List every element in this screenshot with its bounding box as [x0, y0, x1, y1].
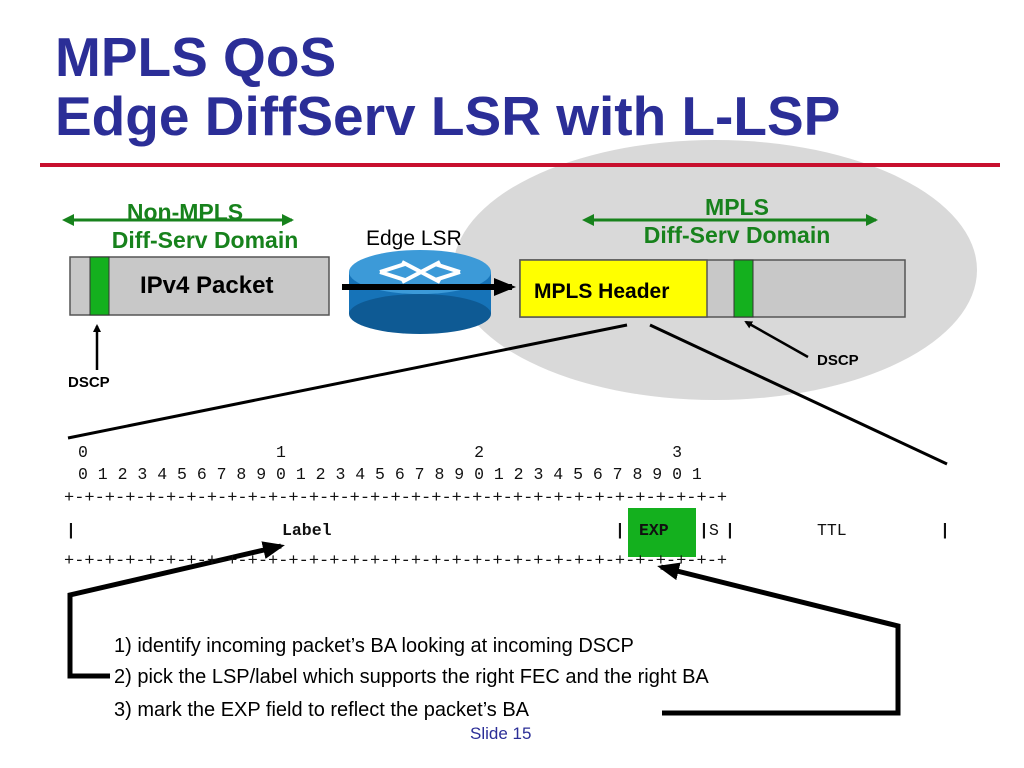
- exp-field-highlight: [628, 508, 696, 557]
- mpls-header-label: MPLS Header: [534, 280, 670, 303]
- header-bottom-border: +-+-+-+-+-+-+-+-+-+-+-+-+-+-+-+-+-+-+-+-…: [64, 552, 728, 571]
- step-2: 2) pick the LSP/label which supports the…: [114, 666, 709, 688]
- ipv4-packet-box: [69, 256, 330, 316]
- zoom-line-left: [67, 323, 628, 440]
- field-separator-exp-right: |: [699, 521, 709, 540]
- exp-field: EXP: [639, 521, 669, 540]
- step-3: 3) mark the EXP field to reflect the pac…: [114, 699, 530, 721]
- ipv4-dscp-label: DSCP: [68, 374, 110, 391]
- ipv4-dscp-field: [89, 256, 110, 316]
- bit-ruler-units: 0 1 2 3 4 5 6 7 8 9 0 1 2 3 4 5 6 7 8 9 …: [78, 465, 702, 484]
- field-separator-left: |: [66, 521, 76, 540]
- label-field: Label: [282, 521, 332, 540]
- slide-number: Slide 15: [470, 724, 532, 743]
- mpls-header-box: [519, 259, 708, 318]
- bit-ruler-tens: 0 1 2 3: [78, 443, 682, 462]
- field-separator-s: |: [725, 521, 735, 540]
- router-icon: [349, 250, 491, 334]
- title-line-1: MPLS QoS: [55, 26, 337, 88]
- mpls-dscp-field: [733, 259, 754, 318]
- ttl-field: TTL: [817, 521, 847, 540]
- s-field: S: [709, 521, 719, 540]
- non-mpls-label-line1: Non-MPLS: [126, 199, 244, 225]
- mpls-domain-label: MPLS Diff-Serv Domain: [612, 193, 862, 249]
- field-separator-exp-left: |: [615, 521, 625, 540]
- label-callout-arrow: [67, 541, 285, 679]
- mpls-label-line1: MPLS: [705, 194, 769, 220]
- non-mpls-domain-label: Non-MPLS Diff-Serv Domain: [80, 198, 330, 254]
- mpls-dscp-arrow: [744, 320, 809, 359]
- zoom-line-right: [649, 323, 948, 466]
- header-top-border: +-+-+-+-+-+-+-+-+-+-+-+-+-+-+-+-+-+-+-+-…: [64, 489, 728, 508]
- exp-callout-arrow: [657, 562, 901, 716]
- title-line-2: Edge DiffServ LSR with L-LSP: [55, 85, 841, 147]
- edge-lsr-label: Edge LSR: [366, 227, 462, 250]
- mpls-label-line2: Diff-Serv Domain: [643, 222, 831, 248]
- ipv4-packet-label: IPv4 Packet: [140, 272, 274, 299]
- step-1: 1) identify incoming packet’s BA looking…: [114, 635, 634, 657]
- field-separator-right: |: [940, 521, 950, 540]
- non-mpls-label-line2: Diff-Serv Domain: [111, 227, 299, 253]
- mpls-dscp-label: DSCP: [817, 352, 859, 369]
